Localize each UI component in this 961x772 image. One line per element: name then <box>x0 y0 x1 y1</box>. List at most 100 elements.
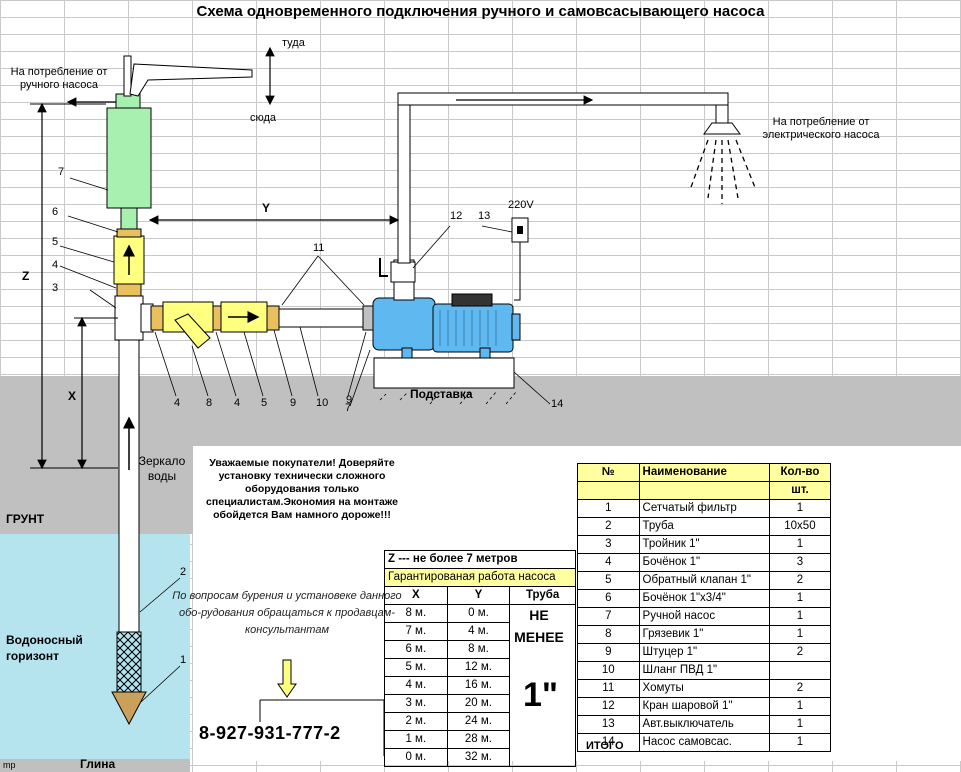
pipe-size-label: 1" <box>523 676 559 714</box>
total-label: ИТОГО <box>586 740 624 752</box>
callout-5-vertical: 5 <box>52 236 59 248</box>
xy-cell: 7 м. <box>384 622 448 641</box>
label-x-dimension: X <box>68 389 77 403</box>
part-number: 3 <box>577 535 640 554</box>
label-z-dimension: Z <box>22 269 30 283</box>
pump-stand <box>373 357 515 389</box>
part-number: 12 <box>577 697 640 716</box>
xy-cell: 0 м. <box>446 604 511 623</box>
label-electric-consumption: На потребление от электрического насоса <box>762 116 880 141</box>
label-mp: mp <box>3 760 16 770</box>
label-stand: Подставка <box>410 387 473 401</box>
table-row: 0 м.32 м. <box>384 748 576 767</box>
xy-cell: 1 м. <box>384 730 448 749</box>
part-number: 4 <box>577 553 640 572</box>
label-here: сюда <box>250 112 277 124</box>
part-name: Шланг ПВД 1" <box>638 661 770 680</box>
parts-header-qty: Кол-во <box>768 463 832 482</box>
xy-header-x: X <box>384 586 448 605</box>
part-qty: 1 <box>768 589 832 608</box>
xy-cell: 2 м. <box>384 712 448 731</box>
ball-valve <box>390 261 416 283</box>
label-y-dimension: Y <box>262 201 271 215</box>
parts-header-number: № <box>577 463 640 482</box>
label-voltage: 220V <box>508 199 534 211</box>
xy-cell: 4 м. <box>384 676 448 695</box>
label-there: туда <box>282 37 305 49</box>
pump-motor <box>432 303 514 353</box>
callout-7-lower: 7 <box>345 402 352 414</box>
part-qty: 2 <box>768 571 832 590</box>
guaranteed-cell: Гарантированая работа насоса <box>384 568 576 587</box>
callout-4-right: 4 <box>234 397 241 409</box>
callout-11: 11 <box>313 242 325 254</box>
part-qty: 1 <box>768 697 832 716</box>
part-name: Насос самовсас. <box>638 733 770 752</box>
callout-7-hand-pump: 7 <box>58 166 65 178</box>
pvd-hose <box>278 308 364 328</box>
table-row: 2 м.24 м. <box>384 712 576 731</box>
xy-cell: 4 м. <box>446 622 511 641</box>
part-number: 6 <box>577 589 640 608</box>
part-qty: 1 <box>768 715 832 734</box>
parts-unit-blank <box>577 481 640 500</box>
part-number: 1 <box>577 499 640 518</box>
part-qty: 1 <box>768 499 832 518</box>
label-manual-consumption: На потребление от ручного насоса <box>10 66 108 91</box>
clay-layer <box>0 759 190 772</box>
part-qty: 1 <box>768 625 832 644</box>
part-name: Хомуты <box>638 679 770 698</box>
shower-head <box>703 122 741 135</box>
part-name: Труба <box>638 517 770 536</box>
label-water-mirror: Зеркало воды <box>138 454 186 483</box>
part-qty: 1 <box>768 535 832 554</box>
xy-header-pipe: Труба <box>509 586 576 605</box>
xy-cell: 28 м. <box>446 730 511 749</box>
part-qty: 1 <box>768 607 832 626</box>
xy-cell: 12 м. <box>446 658 511 677</box>
callout-2: 2 <box>180 566 187 578</box>
part-name: Бочёнок 1"x3/4" <box>638 589 770 608</box>
tee-fitting <box>114 295 144 341</box>
part-qty: 1 <box>768 733 832 752</box>
part-name: Ручной насос <box>638 607 770 626</box>
page-title: Схема одновременного подключения ручного… <box>196 3 765 20</box>
part-name: Грязевик 1" <box>638 625 770 644</box>
pipe-not-less-label: НЕ МЕНЕЕ <box>514 607 564 645</box>
mesh-filter <box>116 631 142 693</box>
phone-number: 8-927-931-777-2 <box>199 723 341 743</box>
pump-housing <box>372 297 436 351</box>
xy-cell: 5 м. <box>384 658 448 677</box>
part-name: Авт.выключатель <box>638 715 770 734</box>
label-clay: Глина <box>80 757 116 771</box>
xy-cell: 16 м. <box>446 676 511 695</box>
label-ground: ГРУНТ <box>6 512 45 526</box>
xy-table: Z --- не более 7 метров Гарантированая р… <box>384 550 576 767</box>
callout-4-vertical: 4 <box>52 259 59 271</box>
part-qty: 10x50 <box>768 517 832 536</box>
part-qty: 2 <box>768 643 832 662</box>
xy-cell: 32 м. <box>446 748 511 767</box>
part-number: 10 <box>577 661 640 680</box>
part-qty: 2 <box>768 679 832 698</box>
part-name: Сетчатый фильтр <box>638 499 770 518</box>
xy-header-y: Y <box>446 586 511 605</box>
part-name: Бочёнок 1" <box>638 553 770 572</box>
callout-6: 6 <box>52 206 59 218</box>
well-pipe <box>118 319 140 633</box>
callout-3: 3 <box>52 282 59 294</box>
xy-cell: 8 м. <box>446 640 511 659</box>
callout-4-left: 4 <box>174 397 181 409</box>
